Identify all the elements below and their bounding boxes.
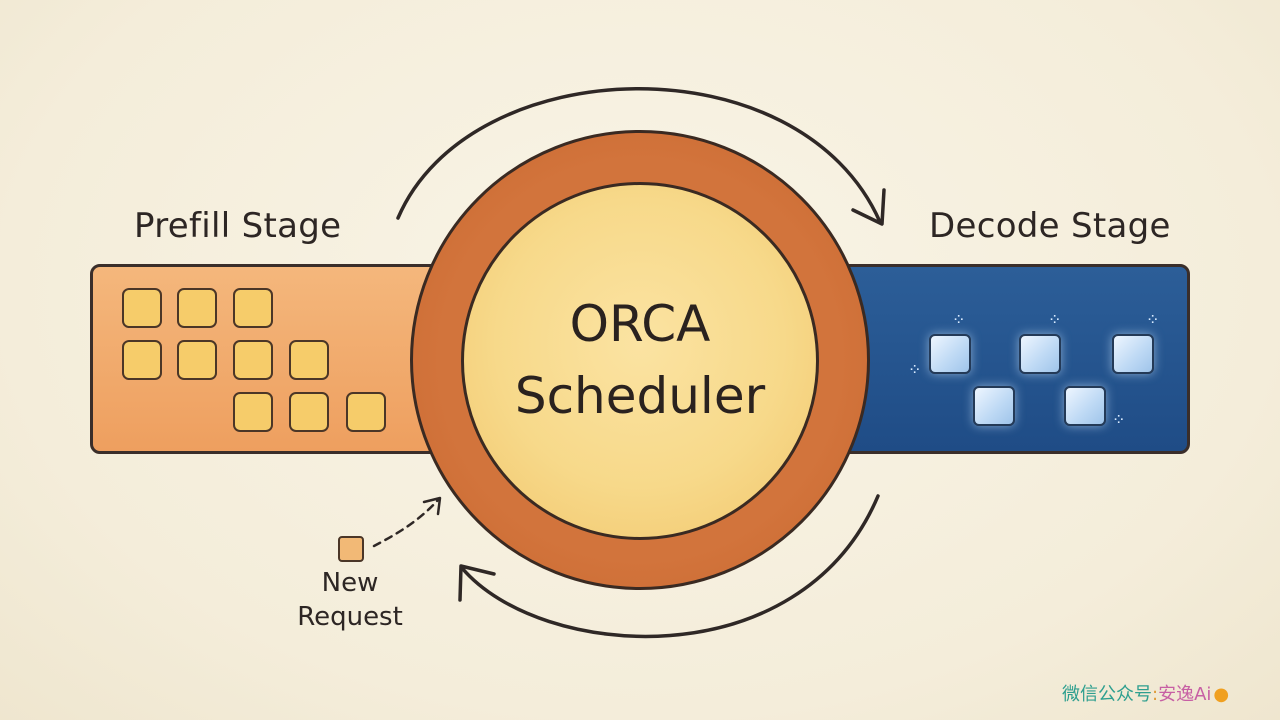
top-arrowhead bbox=[851, 188, 886, 226]
decode-token-block bbox=[929, 334, 971, 374]
decode-token-block bbox=[1064, 386, 1106, 426]
scheduler-title-line1: ORCA bbox=[569, 295, 711, 353]
sparkle-icon: ⁘ bbox=[1112, 410, 1126, 429]
bird-logo-icon: ● bbox=[1213, 684, 1230, 705]
new-request-line1: New bbox=[321, 568, 379, 598]
watermark-part1: 微信公众号 bbox=[1062, 684, 1152, 705]
prefill-block bbox=[122, 340, 162, 380]
new-request-label: New Request bbox=[280, 566, 420, 634]
sparkle-icon: ⁘ bbox=[1146, 310, 1160, 329]
prefill-block bbox=[233, 288, 273, 328]
decode-token-block bbox=[973, 386, 1015, 426]
bottom-arrowhead bbox=[458, 564, 496, 602]
prefill-block bbox=[177, 340, 217, 380]
prefill-block bbox=[233, 392, 273, 432]
new-request-dashed-arrow bbox=[372, 498, 440, 548]
sparkle-icon: ⁘ bbox=[952, 310, 966, 329]
prefill-block bbox=[122, 288, 162, 328]
prefill-block bbox=[233, 340, 273, 380]
sparkle-icon: ⁘ bbox=[908, 360, 922, 379]
watermark: 微信公众号:安逸Ai● bbox=[1062, 680, 1229, 706]
bottom-flow-arrow bbox=[460, 494, 880, 639]
prefill-block bbox=[289, 340, 329, 380]
new-request-block bbox=[338, 536, 364, 562]
prefill-stage-label: Prefill Stage bbox=[134, 206, 342, 246]
decode-stage-label: Decode Stage bbox=[929, 206, 1171, 246]
decode-token-block bbox=[1112, 334, 1154, 374]
prefill-block bbox=[177, 288, 217, 328]
watermark-part2: : bbox=[1152, 684, 1159, 705]
new-request-arrowhead bbox=[422, 496, 442, 516]
sparkle-icon: ⁘ bbox=[1048, 310, 1062, 329]
top-flow-arrow bbox=[396, 87, 882, 224]
decode-token-block bbox=[1019, 334, 1061, 374]
prefill-block bbox=[289, 392, 329, 432]
prefill-block bbox=[346, 392, 386, 432]
scheduler-core bbox=[461, 182, 819, 540]
watermark-part3: 安逸Ai bbox=[1158, 684, 1212, 705]
new-request-line2: Request bbox=[297, 602, 403, 632]
scheduler-title-line2: Scheduler bbox=[514, 367, 766, 425]
